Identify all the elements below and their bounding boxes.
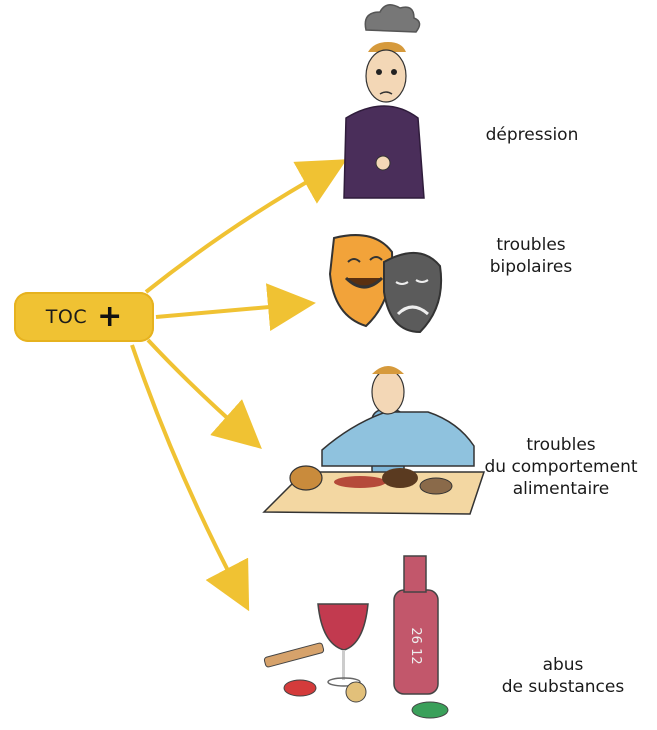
label-substance-abuse: abus de substances bbox=[488, 654, 638, 698]
label-eating-disorders: troubles du comportement alimentaire bbox=[468, 434, 654, 500]
toc-center-box: TOC + bbox=[14, 292, 154, 342]
label-line: du comportement bbox=[484, 457, 638, 477]
label-line: troubles bbox=[526, 435, 596, 455]
arrow-to-bipolar bbox=[155, 283, 316, 332]
cigarettes-icon bbox=[263, 642, 325, 668]
plus-icon: + bbox=[97, 299, 123, 334]
wine-glass-icon bbox=[317, 603, 369, 651]
label-line: bipolaires bbox=[489, 257, 573, 277]
arrow-to-eating bbox=[146, 338, 262, 449]
arrow-to-substances bbox=[130, 344, 250, 612]
label-line: alimentaire bbox=[512, 479, 610, 499]
label-line: troubles bbox=[496, 235, 566, 255]
toc-label: TOC bbox=[45, 306, 88, 328]
label-bipolar: troubles bipolaires bbox=[466, 234, 596, 278]
label-depression: dépression bbox=[462, 124, 602, 146]
label-line: abus bbox=[542, 655, 584, 675]
arrows bbox=[130, 159, 347, 612]
depression-illustration bbox=[343, 4, 425, 199]
pill-icon bbox=[283, 679, 317, 697]
sad-mask-icon bbox=[383, 251, 443, 334]
burger-icon bbox=[289, 465, 323, 491]
rain-cloud-icon bbox=[364, 4, 421, 33]
label-line: dépression bbox=[485, 125, 579, 145]
label-line: de substances bbox=[501, 677, 625, 697]
eating-illustration bbox=[262, 366, 486, 515]
bottle-label: 26 12 bbox=[408, 627, 423, 664]
masks-illustration bbox=[328, 234, 443, 334]
arrow-to-depression bbox=[144, 159, 347, 294]
substances-illustration: 26 12 bbox=[263, 555, 449, 719]
